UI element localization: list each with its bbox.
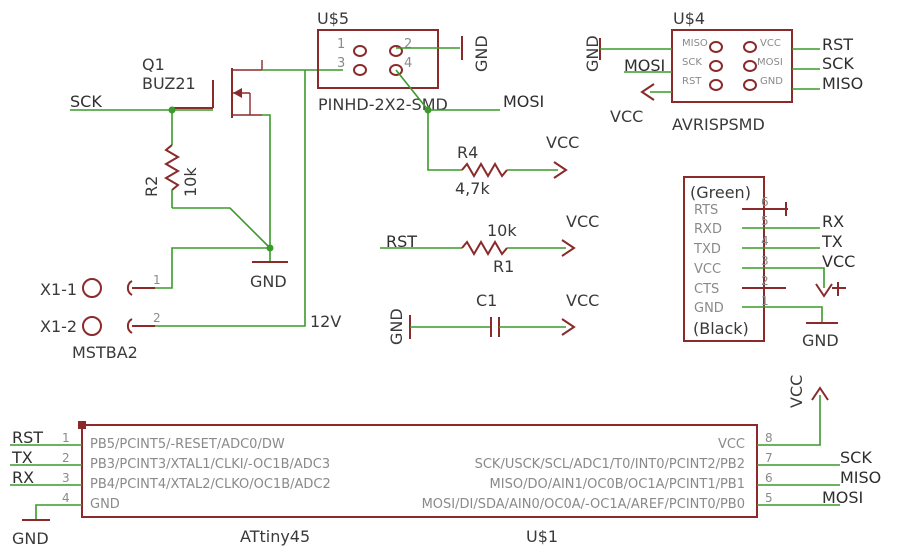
x1-pin2-label: X1-2 bbox=[40, 317, 77, 336]
u1-pin6-num: 6 bbox=[765, 471, 773, 485]
ftdi-pin-rts: RTS bbox=[694, 203, 718, 218]
net-sck-u1: SCK bbox=[840, 448, 872, 467]
u5-value: PINHD-2X2-SMD bbox=[318, 95, 448, 114]
u1-pin5-num: 5 bbox=[765, 491, 773, 505]
q1-ref: Q1 bbox=[142, 55, 165, 74]
gnd-ftdi-label: GND bbox=[802, 331, 839, 350]
ftdi-num-6: 6 bbox=[761, 195, 769, 209]
u5-pin-3: 3 bbox=[337, 56, 345, 71]
net-mosi-u5: MOSI bbox=[503, 92, 544, 111]
ftdi-bottom-label: (Black) bbox=[693, 319, 749, 338]
vcc-r1-label: VCC bbox=[566, 212, 599, 231]
u1-pin4-name: GND bbox=[90, 497, 120, 512]
r4-value: 4,7k bbox=[455, 179, 490, 198]
u1-ref: U$1 bbox=[526, 527, 558, 546]
u1-pin8-num: 8 bbox=[765, 431, 773, 445]
u4-pin-gnd: GND bbox=[760, 76, 783, 87]
c1-ref: C1 bbox=[476, 291, 497, 310]
ftdi-pin-vcc: VCC bbox=[694, 262, 721, 277]
ftdi-header[interactable]: (Green) (Black) RTS RXD TXD VCC CTS GND … bbox=[683, 176, 769, 342]
net-rx-u1: RX bbox=[12, 468, 34, 487]
net-sck-left: SCK bbox=[70, 92, 102, 111]
resistor-r4[interactable]: R4 4,7k bbox=[427, 110, 568, 198]
vcc-u1-label: VCC bbox=[787, 375, 806, 408]
u1-pin2-name: PB3/PCINT3/XTAL1/CLKI/-OC1B/ADC3 bbox=[90, 457, 330, 472]
gnd-u4-label: GND bbox=[583, 35, 602, 72]
mcu-u1[interactable]: ATtiny45 U$1 PB5/PCINT5/-RESET/ADC0/DW P… bbox=[62, 421, 773, 546]
resistor-r1[interactable]: RST 10k R1 bbox=[380, 221, 576, 276]
ftdi-num-4: 4 bbox=[761, 234, 769, 248]
u5-pin-4: 4 bbox=[404, 56, 412, 71]
u1-pin3-num: 3 bbox=[62, 471, 70, 485]
u1-pin4-num: 4 bbox=[62, 491, 70, 505]
u1-pin7-num: 7 bbox=[765, 451, 773, 465]
gnd-q1-label: GND bbox=[250, 272, 287, 291]
ftdi-pin-rxd: RXD bbox=[694, 222, 722, 237]
u1-pin5-name: MOSI/DI/SDA/AIN0/OC0A/-OC1A/AREF/PCINT0/… bbox=[422, 497, 745, 512]
u5-ref: U$5 bbox=[317, 9, 349, 28]
gnd-u1-label: GND bbox=[12, 529, 49, 548]
net-mosi-u4: MOSI bbox=[624, 56, 665, 75]
vcc-u4-label: VCC bbox=[610, 107, 643, 126]
u4-value: AVRISPSMD bbox=[672, 115, 765, 134]
header-u5[interactable]: U$5 1 2 3 4 PINHD-2X2-SMD bbox=[317, 9, 448, 114]
ftdi-pin-cts: CTS bbox=[694, 282, 719, 297]
u4-pin-miso: MISO bbox=[682, 38, 708, 49]
u5-pin-1: 1 bbox=[337, 37, 345, 52]
net-miso-u4: MISO bbox=[822, 74, 863, 93]
r4-ref: R4 bbox=[457, 143, 478, 162]
mosfet-q1[interactable]: Q1 BUZ21 bbox=[142, 55, 263, 118]
net-rst-r1: RST bbox=[386, 232, 417, 251]
u1-pin7-name: SCK/USCK/SCL/ADC1/T0/INT0/PCINT2/PB2 bbox=[475, 457, 745, 472]
x1-num1: 1 bbox=[153, 273, 161, 287]
ftdi-num-3: 3 bbox=[761, 254, 769, 268]
vcc-r4-label: VCC bbox=[546, 133, 579, 152]
gnd-c1-label: GND bbox=[387, 308, 406, 345]
ftdi-num-2: 2 bbox=[761, 274, 769, 288]
u4-pin-sck: SCK bbox=[682, 57, 702, 68]
u1-pin6-name: MISO/DO/AIN1/OC0B/OC1A/PCINT1/PB1 bbox=[490, 477, 745, 492]
net-12v: 12V bbox=[310, 312, 341, 331]
ftdi-top-label: (Green) bbox=[690, 183, 751, 202]
net-mosi-u1: MOSI bbox=[822, 488, 863, 507]
x1-num2: 2 bbox=[153, 311, 161, 325]
net-miso-u1: MISO bbox=[840, 468, 881, 487]
u4-pin-mosi: MOSI bbox=[757, 57, 783, 68]
ftdi-num-1: 1 bbox=[761, 294, 769, 308]
u5-pin-2: 2 bbox=[404, 37, 412, 52]
ftdi-num-5: 5 bbox=[761, 214, 769, 228]
net-tx-u1: TX bbox=[11, 448, 33, 467]
vcc-c1-label: VCC bbox=[566, 291, 599, 310]
connector-x1[interactable]: X1-1 X1-2 MSTBA2 1 2 bbox=[40, 273, 161, 362]
q1-value: BUZ21 bbox=[142, 74, 196, 93]
u1-pin2-num: 2 bbox=[62, 451, 70, 465]
u4-pin-rst: RST bbox=[682, 76, 702, 87]
u1-pin8-name: VCC bbox=[718, 437, 745, 452]
x1-value: MSTBA2 bbox=[72, 343, 138, 362]
ftdi-pin-txd: TXD bbox=[693, 242, 721, 257]
net-tx-ftdi: TX bbox=[821, 232, 843, 251]
gnd-u5-label: GND bbox=[472, 35, 491, 72]
capacitor-c1[interactable]: C1 bbox=[409, 291, 576, 339]
resistor-r2[interactable]: R2 10k bbox=[142, 110, 200, 208]
r1-ref: R1 bbox=[493, 257, 514, 276]
isp-header-u4[interactable]: U$4 MISO SCK RST VCC MOSI GND AVRISPSMD bbox=[671, 9, 793, 134]
r1-value: 10k bbox=[487, 221, 517, 240]
net-vcc-ftdi: VCC bbox=[822, 252, 855, 271]
ftdi-pin-gnd: GND bbox=[694, 301, 724, 316]
x1-pin1-label: X1-1 bbox=[40, 280, 77, 299]
net-sck-u4: SCK bbox=[822, 54, 854, 73]
u1-pin1-name: PB5/PCINT5/-RESET/ADC0/DW bbox=[90, 437, 285, 452]
net-rst-u4: RST bbox=[822, 35, 853, 54]
net-rx-ftdi: RX bbox=[822, 212, 844, 231]
u4-ref: U$4 bbox=[673, 9, 705, 28]
u1-pin3-name: PB4/PCINT4/XTAL2/CLKO/OC1B/ADC2 bbox=[90, 477, 331, 492]
u4-pin-vcc: VCC bbox=[760, 38, 781, 49]
net-rst-u1: RST bbox=[12, 428, 43, 447]
u1-pin1-num: 1 bbox=[62, 431, 70, 445]
r2-ref: R2 bbox=[142, 176, 161, 197]
r2-value: 10k bbox=[181, 167, 200, 197]
u1-value: ATtiny45 bbox=[240, 527, 310, 546]
